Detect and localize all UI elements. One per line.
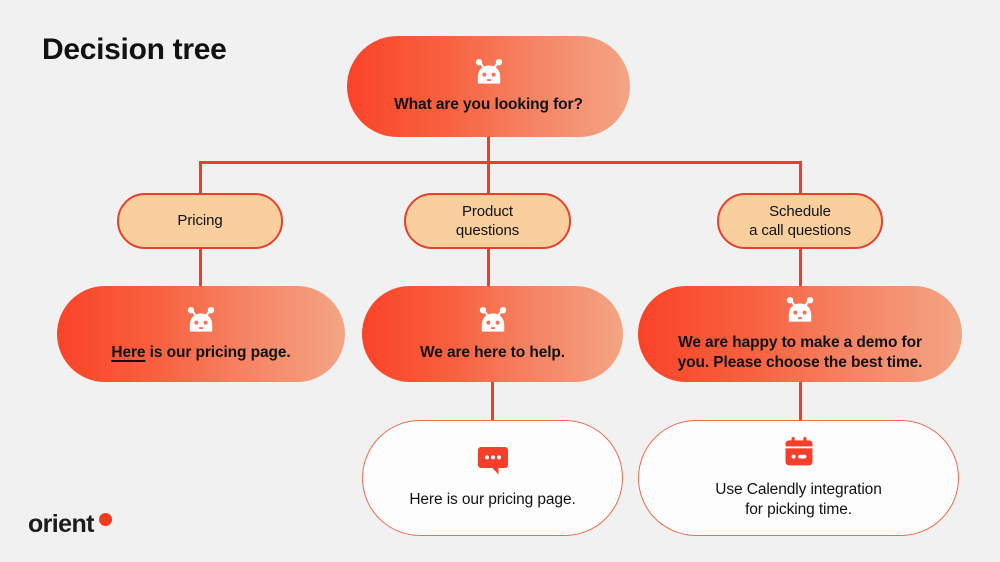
page-title: Decision tree <box>42 33 227 66</box>
node-demo-answer-label-line1: We are happy to make a demo for <box>678 333 922 351</box>
node-help-answer-label: We are here to help. <box>419 343 565 361</box>
node-product-label-line1: Product <box>462 202 513 220</box>
brand-logo[interactable]: orient <box>28 512 112 537</box>
node-schedule-label-line2: a call questions <box>749 222 851 239</box>
node-pricing-final[interactable]: Here is our pricing page. <box>362 420 623 536</box>
logo-text: orient <box>28 510 94 538</box>
robot-icon <box>472 58 506 86</box>
node-calendly-final-label-line2: for picking time. <box>745 500 852 518</box>
connector-demo-to-final <box>799 381 802 422</box>
node-calendly-final[interactable]: Use Calendly integration for picking tim… <box>638 420 959 536</box>
node-demo-answer-label-line2: you. Please choose the best time. <box>677 353 923 371</box>
robot-icon <box>783 296 817 324</box>
connector-pricing-to-answer <box>199 248 202 288</box>
calendar-icon <box>784 436 814 467</box>
connector-bus-to-schedule <box>799 161 802 194</box>
node-pricing[interactable]: Pricing <box>117 193 283 249</box>
node-pricing-answer-rest: is our pricing page. <box>145 343 291 361</box>
robot-icon <box>184 306 218 334</box>
connector-bus-to-product <box>487 161 490 194</box>
connector-product-to-answer <box>487 248 490 288</box>
node-demo-answer[interactable]: We are happy to make a demo for you. Ple… <box>638 286 962 382</box>
node-pricing-final-label: Here is our pricing page. <box>409 491 576 509</box>
connector-help-to-final <box>491 381 494 422</box>
node-root-label: What are you looking for? <box>394 96 583 114</box>
node-root-question[interactable]: What are you looking for? <box>347 36 630 137</box>
connector-schedule-to-answer <box>799 248 802 288</box>
logo-dot-icon <box>98 513 112 526</box>
node-schedule-label-line1: Schedule <box>769 202 831 220</box>
robot-icon <box>476 306 510 334</box>
node-pricing-label: Pricing <box>177 212 223 230</box>
here-link[interactable]: Here <box>111 343 146 361</box>
connector-bus-to-pricing <box>199 161 202 194</box>
chat-bubble-icon <box>477 446 509 476</box>
connector-root-down <box>487 137 490 164</box>
node-help-answer[interactable]: We are here to help. <box>362 286 623 382</box>
node-product-label-line2: questions <box>455 222 520 239</box>
node-pricing-answer-label: Here is our pricing page. <box>97 343 304 363</box>
node-schedule-call-questions[interactable]: Schedule a call questions <box>717 193 883 249</box>
node-pricing-answer[interactable]: Here is our pricing page. <box>57 286 345 382</box>
node-calendly-final-label-line1: Use Calendly integration <box>715 480 882 498</box>
connector-horizontal-bus <box>199 161 802 164</box>
node-product-questions[interactable]: Product questions <box>404 193 571 249</box>
